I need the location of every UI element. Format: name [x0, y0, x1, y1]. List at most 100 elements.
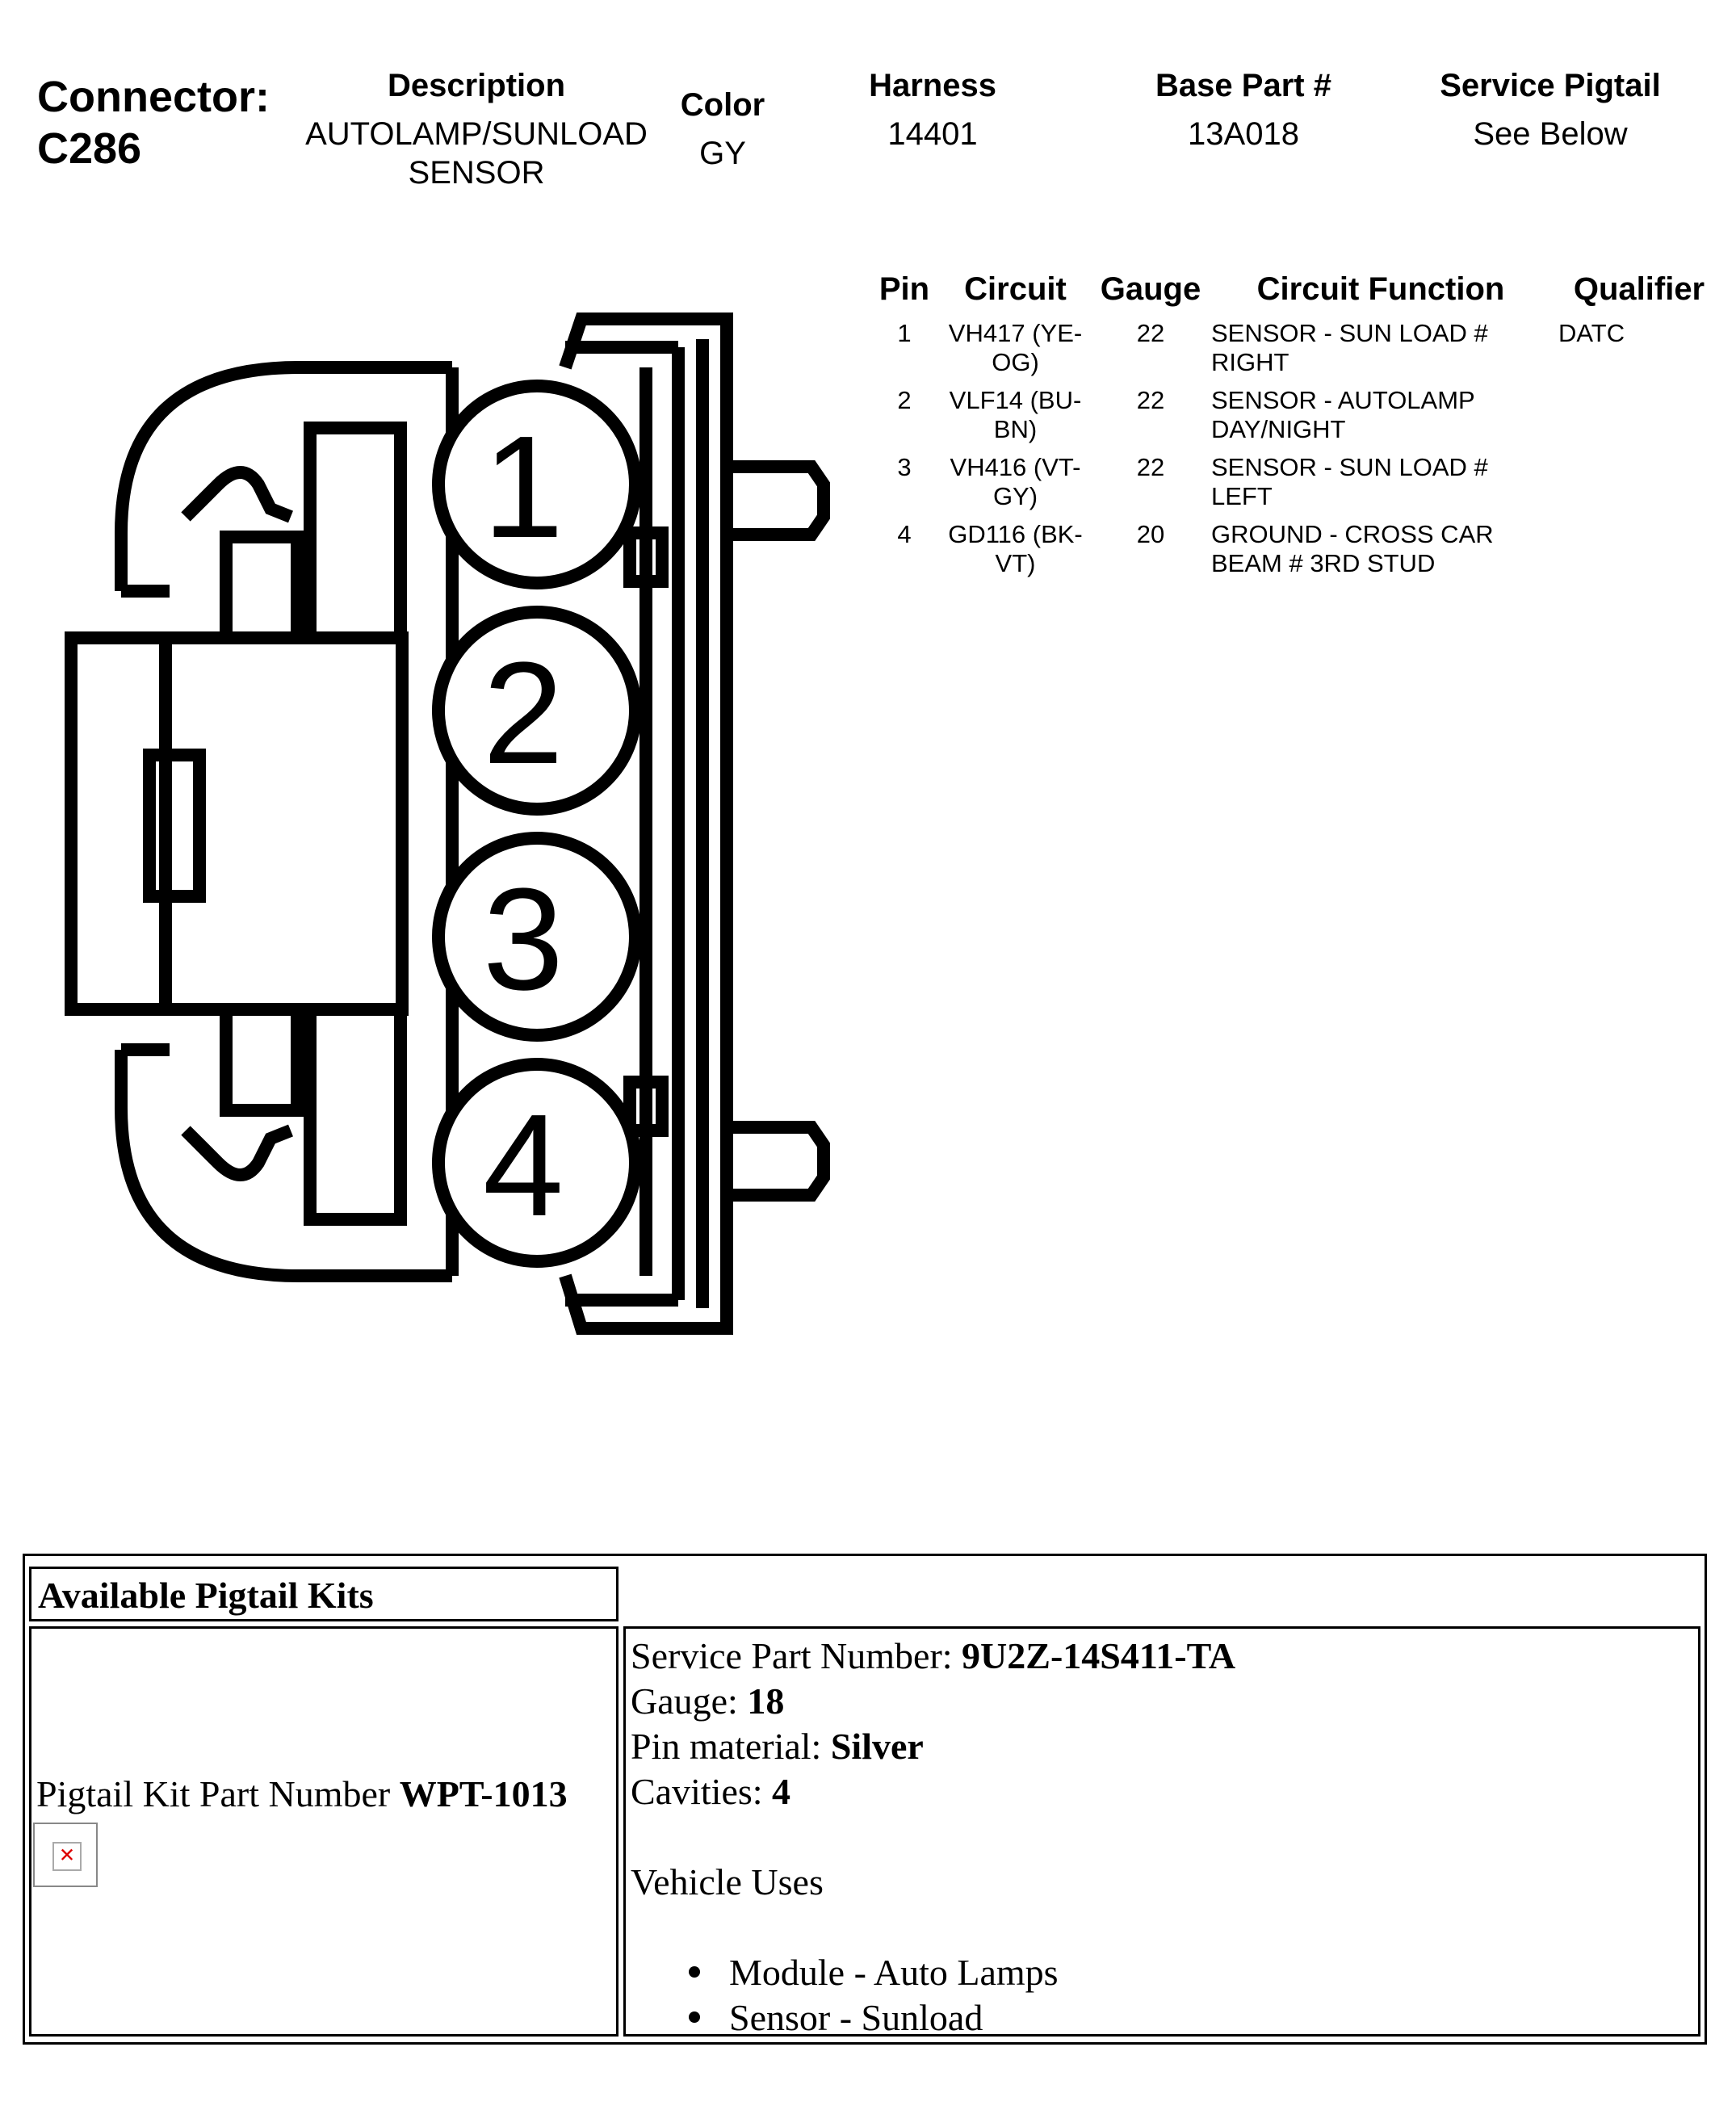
cavities-line: Cavities: 4: [631, 1769, 1235, 1814]
latch-block-top: [220, 531, 304, 644]
pin-row-3-circuit-l1: VH416 (VT-: [950, 453, 1081, 481]
gauge-line: Gauge: 18: [631, 1679, 1235, 1724]
spacer: [631, 1905, 1235, 1950]
key-top: [727, 460, 830, 541]
pin-row-3-function-l1: SENSOR - SUN LOAD #: [1211, 453, 1488, 481]
pin-row-4-circuit: GD116 (BK- VT): [941, 520, 1090, 578]
connector-diagram: 1 2 3 4: [65, 313, 830, 1335]
pin-row-2-circuit-l2: BN): [993, 415, 1038, 443]
pigtail-kits-title-cell: Available Pigtail Kits: [29, 1567, 619, 1621]
color-header: Color: [680, 87, 765, 123]
tab-top: [623, 526, 669, 588]
vehicle-uses-list: Module - Auto Lamps Sensor - Sunload: [689, 1950, 1235, 2041]
connector-heading: Connector: C286: [37, 71, 270, 174]
pin-cavity-1: [432, 380, 642, 589]
cavities-value: 4: [772, 1771, 791, 1812]
pin-row-2-circuit: VLF14 (BU- BN): [941, 386, 1090, 444]
bullet-icon: [689, 2011, 700, 2023]
cavities-label: Cavities:: [631, 1771, 773, 1812]
pin-row-2-function-l2: DAY/NIGHT: [1211, 415, 1346, 443]
description-value: AUTOLAMP/SUNLOAD SENSOR: [283, 115, 670, 192]
harness-value: 14401: [887, 116, 978, 152]
pin-number-4: 4: [483, 1084, 564, 1247]
gauge-col-header: Gauge: [1100, 271, 1201, 307]
qualifier-col-header: Qualifier: [1573, 271, 1705, 307]
service-pigtail-header: Service Pigtail: [1440, 68, 1661, 103]
latch-spring-bottom: [181, 1124, 293, 1181]
pin-row-4-circuit-l1: GD116 (BK-: [948, 520, 1083, 548]
pin-row-1-qualifier: DATC: [1558, 319, 1625, 347]
housing-bottom-arc: [115, 1050, 452, 1282]
latch-rail-bottom: [304, 1003, 407, 1226]
lock-tab-slot: [143, 749, 206, 903]
pin-cavity-2: [432, 606, 642, 816]
list-item: Sensor - Sunload: [689, 1995, 1235, 2041]
pigtail-details: Service Part Number: 9U2Z-14S411-TA Gaug…: [631, 1634, 1235, 2041]
description-line-1: AUTOLAMP/SUNLOAD: [305, 116, 648, 152]
pigtail-details-cell: Service Part Number: 9U2Z-14S411-TA Gaug…: [623, 1626, 1700, 2038]
pigtail-kits-table: [23, 1554, 1707, 2045]
pin-row-2-gauge: 22: [1136, 386, 1165, 414]
pin-row-3-circuit-l2: GY): [992, 482, 1038, 510]
pin-row-1-function-l2: RIGHT: [1211, 348, 1289, 376]
broken-image-icon: ×: [52, 1842, 82, 1871]
gauge-label: Gauge:: [631, 1680, 748, 1722]
key-bottom: [727, 1121, 830, 1202]
pin-number-1: 1: [483, 406, 564, 568]
spacer: [631, 1814, 1235, 1860]
service-pigtail-value: See Below: [1473, 116, 1628, 152]
vehicle-uses-label: Vehicle Uses: [631, 1861, 824, 1902]
pin-row-2-function: SENSOR - AUTOLAMP DAY/NIGHT: [1211, 386, 1534, 444]
pigtail-kit-label: Pigtail Kit Part Number: [36, 1773, 400, 1814]
pin-col-header: Pin: [878, 271, 930, 307]
pin-material-value: Silver: [830, 1726, 924, 1767]
vehicle-use-1: Module - Auto Lamps: [729, 1952, 1059, 1993]
pin-row-1-gauge: 22: [1136, 319, 1165, 347]
pin-row-4-function: GROUND - CROSS CAR BEAM # 3RD STUD: [1211, 520, 1534, 578]
base-part-value: 13A018: [1188, 116, 1299, 152]
latch-block-bottom: [220, 1003, 304, 1117]
pin-row-3-pin: 3: [897, 453, 912, 481]
pin-row-4-pin: 4: [897, 520, 912, 548]
pin-cavity-4: [432, 1058, 642, 1268]
housing-top-arc: [115, 361, 452, 591]
description-line-2: SENSOR: [408, 155, 545, 191]
pin-row-1-function-l1: SENSOR - SUN LOAD #: [1211, 319, 1488, 347]
connector-id: C286: [37, 124, 142, 173]
right-rail-outer: [559, 313, 733, 1335]
pin-row-1-circuit-l2: OG): [992, 348, 1039, 376]
latch-rail-top: [304, 422, 407, 644]
pin-row-3-gauge: 22: [1136, 453, 1165, 481]
pin-row-1-function: SENSOR - SUN LOAD # RIGHT: [1211, 319, 1534, 377]
pin-row-3-function-l2: LEFT: [1211, 482, 1273, 510]
base-part-header: Base Part #: [1155, 68, 1331, 103]
bullet-icon: [689, 1966, 700, 1978]
description-header: Description: [387, 68, 566, 103]
pin-row-4-gauge: 20: [1136, 520, 1165, 548]
harness-header: Harness: [869, 68, 996, 103]
pin-row-1-pin: 1: [897, 319, 912, 347]
connector-label: Connector:: [37, 73, 270, 121]
pin-row-2-function-l1: SENSOR - AUTOLAMP: [1211, 386, 1475, 414]
latch-spring-top: [181, 466, 293, 523]
pin-row-1-circuit-l1: VH417 (YE-: [948, 319, 1083, 347]
pigtail-kit-image: ×: [33, 1823, 98, 1887]
pin-material-label: Pin material:: [631, 1726, 831, 1767]
service-part-label: Service Part Number:: [631, 1635, 962, 1676]
pin-number-2: 2: [483, 632, 564, 795]
pin-row-4-circuit-l2: VT): [995, 549, 1036, 577]
circuit-col-header: Circuit: [964, 271, 1067, 307]
pin-row-1-circuit: VH417 (YE- OG): [941, 319, 1090, 377]
pin-row-4-function-l2: BEAM # 3RD STUD: [1211, 549, 1436, 577]
pigtail-kit-cell: Pigtail Kit Part Number WPT-1013 ×: [29, 1626, 619, 2037]
pigtail-kits-title: Available Pigtail Kits: [38, 1575, 374, 1616]
vehicle-use-2: Sensor - Sunload: [729, 1997, 983, 2038]
pin-row-2-circuit-l1: VLF14 (BU-: [949, 386, 1082, 414]
tab-bottom: [623, 1076, 669, 1137]
circuit-function-col-header: Circuit Function: [1256, 271, 1505, 307]
pin-number-3: 3: [483, 858, 564, 1021]
pin-row-4-function-l1: GROUND - CROSS CAR: [1211, 520, 1494, 548]
pin-row-3-circuit: VH416 (VT- GY): [941, 453, 1090, 511]
pin-row-2-pin: 2: [897, 386, 912, 414]
gauge-value: 18: [747, 1680, 785, 1722]
